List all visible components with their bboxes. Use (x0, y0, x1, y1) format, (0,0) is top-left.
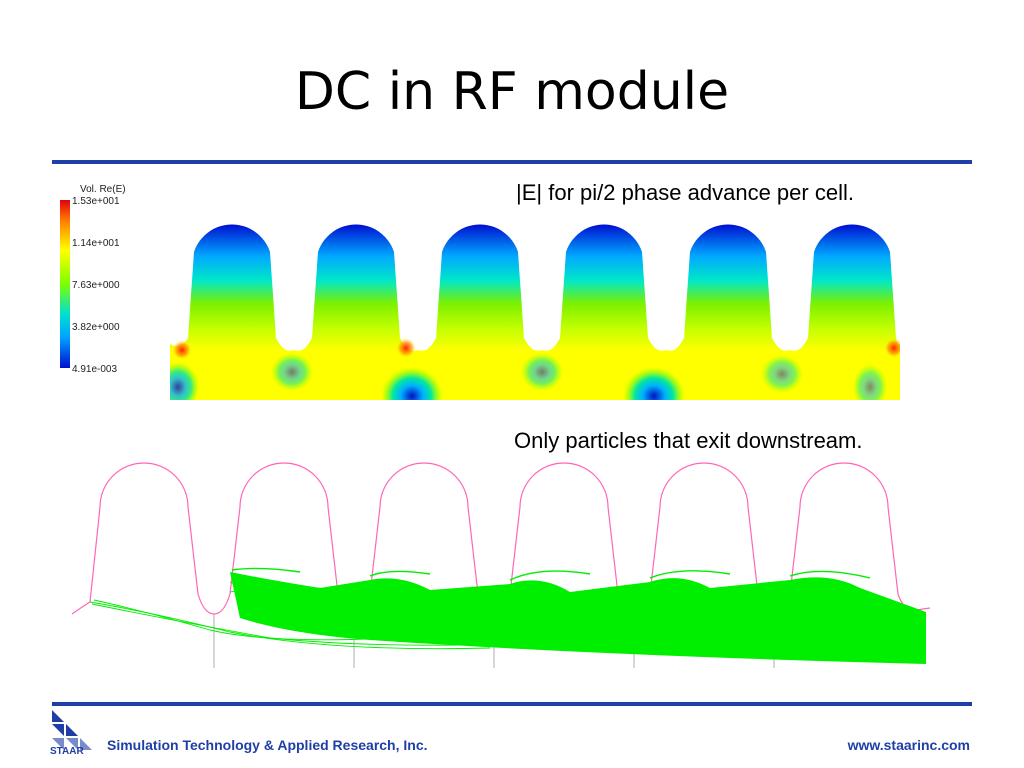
particle-bundle (230, 567, 926, 664)
staar-logo: STAAR (50, 710, 92, 757)
legend-tick-2: 1.14e+001 (72, 238, 120, 249)
company-name: Simulation Technology & Applied Research… (107, 737, 428, 753)
legend-tick-min: 4.91e-003 (72, 364, 118, 375)
legend-tick-4: 3.82e+000 (72, 322, 120, 333)
field-caption: |E| for pi/2 phase advance per cell. (516, 180, 854, 205)
bottom-divider (52, 702, 972, 706)
legend-title: Vol. Re(E) (80, 184, 126, 195)
trajectory-plot (71, 462, 930, 668)
logo-wordmark: STAAR (50, 746, 84, 757)
cavity-cells (170, 224, 900, 400)
legend-tick-3: 7.63e+000 (72, 280, 120, 291)
website-link[interactable]: www.staarinc.com (847, 737, 970, 753)
legend-colorbar (60, 200, 70, 368)
trajectory-caption: Only particles that exit downstream. (514, 428, 863, 453)
color-legend: Vol. Re(E) 1.53e+001 1.14e+001 7.63e+000… (56, 180, 166, 380)
field-hotspots (170, 338, 900, 400)
slide-title: DC in RF module (294, 62, 730, 122)
field-plot (170, 222, 900, 400)
legend-tick-max: 1.53e+001 (72, 196, 120, 207)
top-divider (52, 160, 972, 164)
